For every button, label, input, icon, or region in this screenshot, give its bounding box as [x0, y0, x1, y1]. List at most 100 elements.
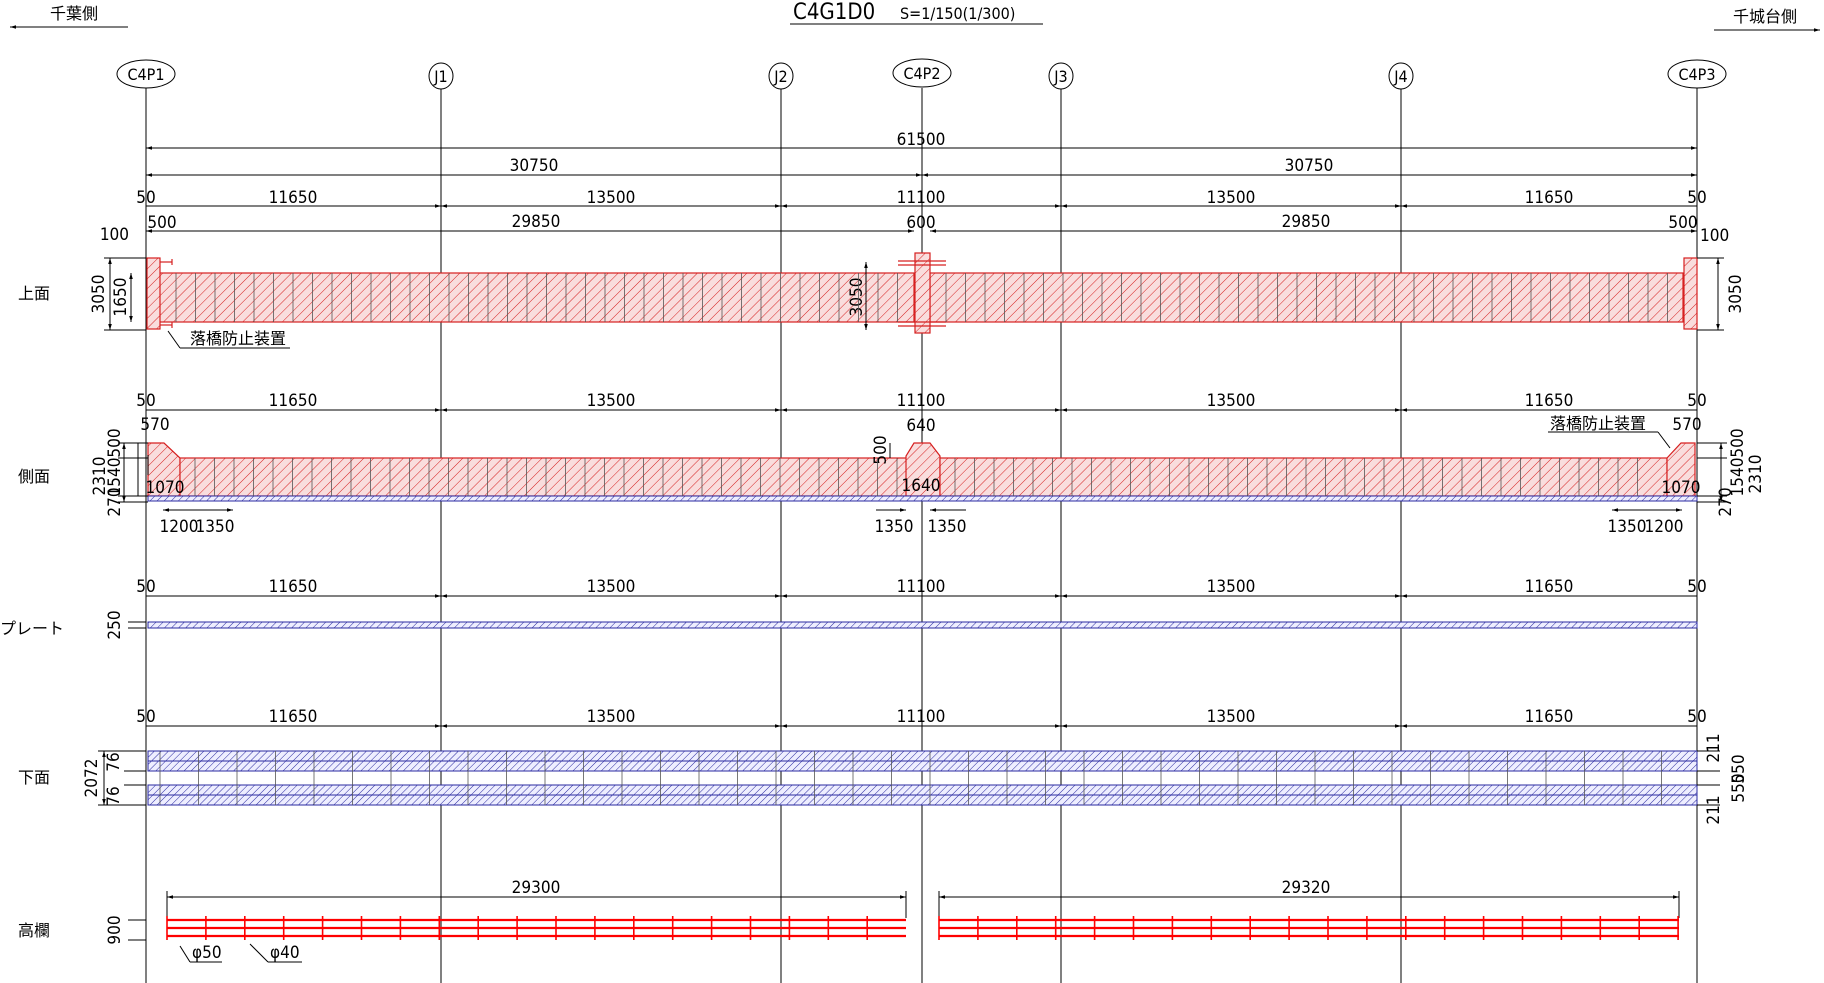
- axis-label-j1: J1: [428, 62, 454, 90]
- svg-text:13500: 13500: [1207, 188, 1256, 208]
- svg-text:11650: 11650: [269, 707, 318, 727]
- svg-text:11650: 11650: [269, 391, 318, 411]
- dimension-spans-bottom: 50 11650 13500 11100 13500 11650 50: [136, 707, 1707, 728]
- svg-text:1540: 1540: [105, 458, 125, 497]
- direction-left: 千葉側: [10, 4, 128, 29]
- svg-text:2310: 2310: [1746, 455, 1766, 494]
- svg-text:29320: 29320: [1282, 878, 1331, 898]
- svg-text:50: 50: [1687, 188, 1706, 208]
- direction-right-label: 千城台側: [1733, 7, 1797, 26]
- svg-text:29850: 29850: [512, 212, 561, 232]
- svg-text:29850: 29850: [1282, 212, 1331, 232]
- svg-text:50: 50: [136, 707, 155, 727]
- svg-text:11100: 11100: [897, 577, 946, 597]
- svg-text:3050: 3050: [847, 278, 867, 317]
- svg-text:2310: 2310: [90, 457, 110, 496]
- svg-text:1350: 1350: [928, 517, 967, 537]
- note-fall-prevention-top: 落橋防止装置: [190, 329, 286, 348]
- dimension-total: 61500: [146, 130, 1697, 150]
- axis-label-j4: J4: [1388, 62, 1414, 90]
- svg-text:500: 500: [871, 435, 891, 464]
- svg-text:76: 76: [104, 786, 124, 805]
- svg-text:50: 50: [1687, 707, 1706, 727]
- svg-text:50: 50: [1687, 577, 1706, 597]
- svg-text:13500: 13500: [1207, 577, 1256, 597]
- svg-text:1640: 1640: [902, 476, 941, 496]
- svg-text:76: 76: [104, 752, 124, 771]
- svg-text:11650: 11650: [269, 188, 318, 208]
- top-view: 上面 3050 1650 3050 3050 落橋防止装置: [18, 252, 1746, 349]
- axis-label-c4p1: C4P1: [116, 59, 176, 89]
- direction-left-label: 千葉側: [50, 4, 98, 23]
- svg-text:11100: 11100: [897, 707, 946, 727]
- svg-text:J4: J4: [1393, 67, 1407, 86]
- svg-text:1540: 1540: [1728, 458, 1748, 497]
- svg-text:C4P3: C4P3: [1678, 65, 1715, 84]
- svg-text:500: 500: [1728, 428, 1748, 457]
- svg-text:100: 100: [1700, 226, 1729, 246]
- svg-text:270: 270: [105, 487, 125, 516]
- axis-labels: C4P1 J1 J2 C4P2 J3 J4 C4P3: [116, 58, 1727, 90]
- railing-view: 高欄 900 φ50 φ40: [18, 915, 1679, 963]
- dimension-girder-length: 29850 29850 500 600 500 100 100: [100, 212, 1729, 246]
- svg-text:30750: 30750: [510, 156, 559, 176]
- plate-view: プレート 250: [0, 610, 1698, 640]
- svg-text:1070: 1070: [1662, 478, 1701, 498]
- svg-text:900: 900: [105, 915, 125, 944]
- svg-text:550: 550: [1729, 773, 1749, 802]
- drawing-title: C4G1D0 S=1/150(1/300): [790, 0, 1043, 25]
- direction-right: 千城台側: [1714, 7, 1820, 32]
- svg-text:1070: 1070: [146, 478, 185, 498]
- svg-text:11650: 11650: [1525, 188, 1574, 208]
- svg-text:11650: 11650: [1525, 391, 1574, 411]
- title-text: C4G1D0: [793, 0, 875, 25]
- svg-text:500: 500: [147, 213, 176, 233]
- svg-text:13500: 13500: [1207, 391, 1256, 411]
- dimension-spans-plate: 50 11650 13500 11100 13500 11650 50: [136, 577, 1707, 598]
- svg-text:11100: 11100: [897, 188, 946, 208]
- svg-text:1200: 1200: [160, 517, 199, 537]
- svg-text:3050: 3050: [1726, 275, 1746, 314]
- svg-text:J2: J2: [773, 67, 787, 86]
- scale-text: S=1/150(1/300): [900, 4, 1015, 23]
- dimension-spans-top: 50 11650 13500 11100 13500 11650 50: [136, 188, 1706, 208]
- svg-text:600: 600: [906, 213, 935, 233]
- svg-text:J3: J3: [1053, 67, 1067, 86]
- svg-text:13500: 13500: [587, 577, 636, 597]
- svg-text:13500: 13500: [587, 707, 636, 727]
- svg-text:C4P1: C4P1: [127, 65, 164, 84]
- svg-text:13500: 13500: [1207, 707, 1256, 727]
- svg-text:211: 211: [1704, 795, 1724, 824]
- svg-text:3050: 3050: [89, 275, 109, 314]
- svg-text:1650: 1650: [111, 278, 131, 317]
- svg-text:φ50: φ50: [192, 943, 222, 963]
- axis-label-j2: J2: [768, 62, 794, 90]
- svg-text:640: 640: [906, 416, 935, 436]
- dimension-spans-side: 50 11650 13500 11100 13500 11650 50: [136, 391, 1707, 412]
- row-label-side: 側面: [18, 467, 50, 486]
- svg-text:φ40: φ40: [270, 943, 300, 963]
- svg-text:100: 100: [100, 225, 129, 245]
- dimension-half: 30750 30750: [146, 156, 1697, 177]
- stiffeners-top: [175, 273, 1668, 322]
- svg-text:50: 50: [136, 188, 155, 208]
- svg-text:11650: 11650: [269, 577, 318, 597]
- axis-lines: [145, 88, 1698, 983]
- row-label-plate: プレート: [0, 619, 64, 638]
- axis-label-c4p2: C4P2: [892, 58, 952, 88]
- dimension-railing: 29300 29320: [166, 878, 1680, 918]
- svg-text:500: 500: [1668, 213, 1697, 233]
- svg-text:2072: 2072: [82, 759, 102, 798]
- svg-text:50: 50: [136, 577, 155, 597]
- svg-text:29300: 29300: [512, 878, 561, 898]
- svg-text:270: 270: [1716, 487, 1736, 516]
- svg-text:11650: 11650: [1525, 577, 1574, 597]
- svg-text:13500: 13500: [587, 391, 636, 411]
- svg-text:50: 50: [1687, 391, 1706, 411]
- side-view: 側面 570 640 570 500 50: [18, 414, 1766, 537]
- svg-text:1200: 1200: [1645, 517, 1684, 537]
- svg-text:13500: 13500: [587, 188, 636, 208]
- svg-text:1350: 1350: [196, 517, 235, 537]
- note-fall-prevention-side: 落橋防止装置: [1550, 414, 1646, 433]
